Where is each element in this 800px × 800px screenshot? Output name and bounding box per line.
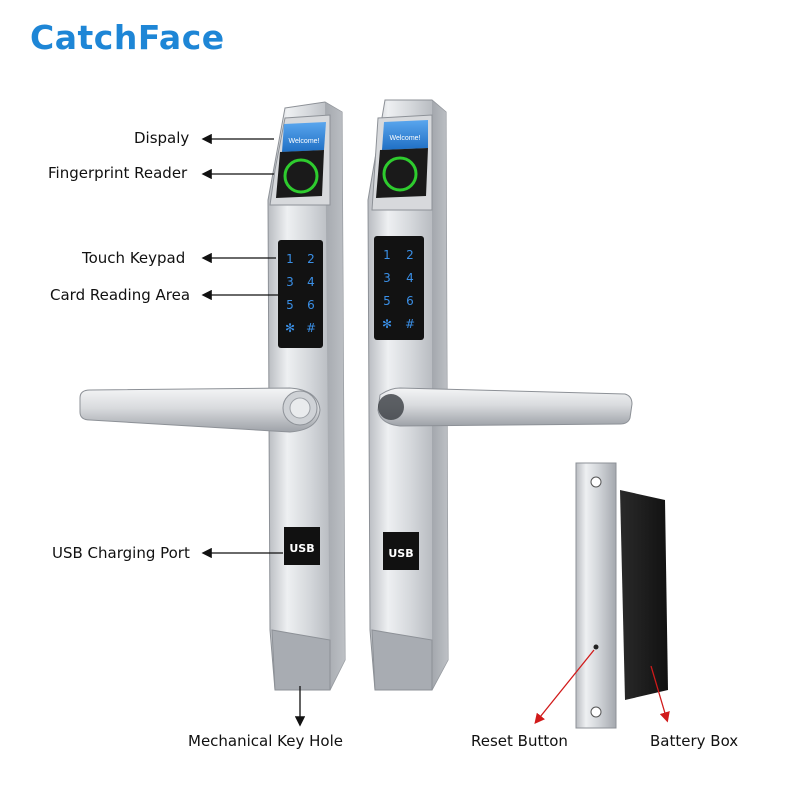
svg-text:✻: ✻	[382, 317, 392, 331]
svg-text:#: #	[405, 317, 415, 331]
label-key-hole: Mechanical Key Hole	[188, 732, 343, 750]
svg-text:2: 2	[406, 248, 414, 262]
svg-text:3: 3	[286, 275, 294, 289]
red-callout-arrows	[534, 649, 670, 725]
right-fingerprint-ring	[382, 156, 418, 192]
right-usb-icon	[383, 532, 419, 570]
brand-name-part1: Catch	[30, 18, 138, 57]
right-lock: Welcome! 1 2 3 4 5 6 ✻ # USB	[367, 99, 633, 691]
svg-text:4: 4	[307, 275, 315, 289]
svg-text:4: 4	[406, 271, 414, 285]
svg-text:USB: USB	[289, 542, 314, 555]
label-card-area: Card Reading Area	[50, 286, 191, 304]
svg-text:6: 6	[406, 294, 414, 308]
right-display-screen	[382, 120, 428, 150]
left-display-screen	[282, 122, 326, 152]
brand-logo: CatchFace	[30, 18, 225, 57]
battery-box	[620, 490, 668, 700]
left-handle	[79, 387, 321, 433]
svg-text:6: 6	[307, 298, 315, 312]
strike-plate	[575, 462, 617, 729]
label-display: Dispaly	[134, 129, 190, 147]
left-fingerprint-ring	[283, 158, 319, 194]
svg-text:5: 5	[383, 294, 391, 308]
left-usb-icon	[284, 527, 320, 565]
label-battery-box: Battery Box	[650, 732, 739, 750]
left-screen-text: Welcome!	[289, 138, 320, 145]
right-handle	[377, 387, 633, 427]
reset-button-hole	[593, 644, 599, 650]
label-touch-keypad: Touch Keypad	[82, 249, 186, 267]
strike-plate-assembly	[575, 462, 668, 729]
svg-text:2: 2	[307, 252, 315, 266]
label-reset-button: Reset Button	[471, 732, 568, 750]
svg-text:1: 1	[286, 252, 294, 266]
callout-arrows	[201, 133, 306, 727]
brand-name-part2: Face	[137, 18, 225, 57]
svg-text:USB: USB	[388, 547, 413, 560]
svg-text:3: 3	[383, 271, 391, 285]
svg-text:1: 1	[383, 248, 391, 262]
label-fingerprint: Fingerprint Reader	[48, 164, 188, 182]
label-usb-port: USB Charging Port	[52, 544, 190, 562]
svg-text:✻: ✻	[285, 321, 295, 335]
svg-text:#: #	[306, 321, 316, 335]
right-screen-text: Welcome!	[390, 135, 421, 142]
right-keypad-keys: 1 2 3 4 5 6 ✻ #	[382, 248, 415, 331]
svg-text:5: 5	[286, 298, 294, 312]
right-keypad	[374, 236, 424, 340]
left-keypad	[278, 240, 323, 348]
